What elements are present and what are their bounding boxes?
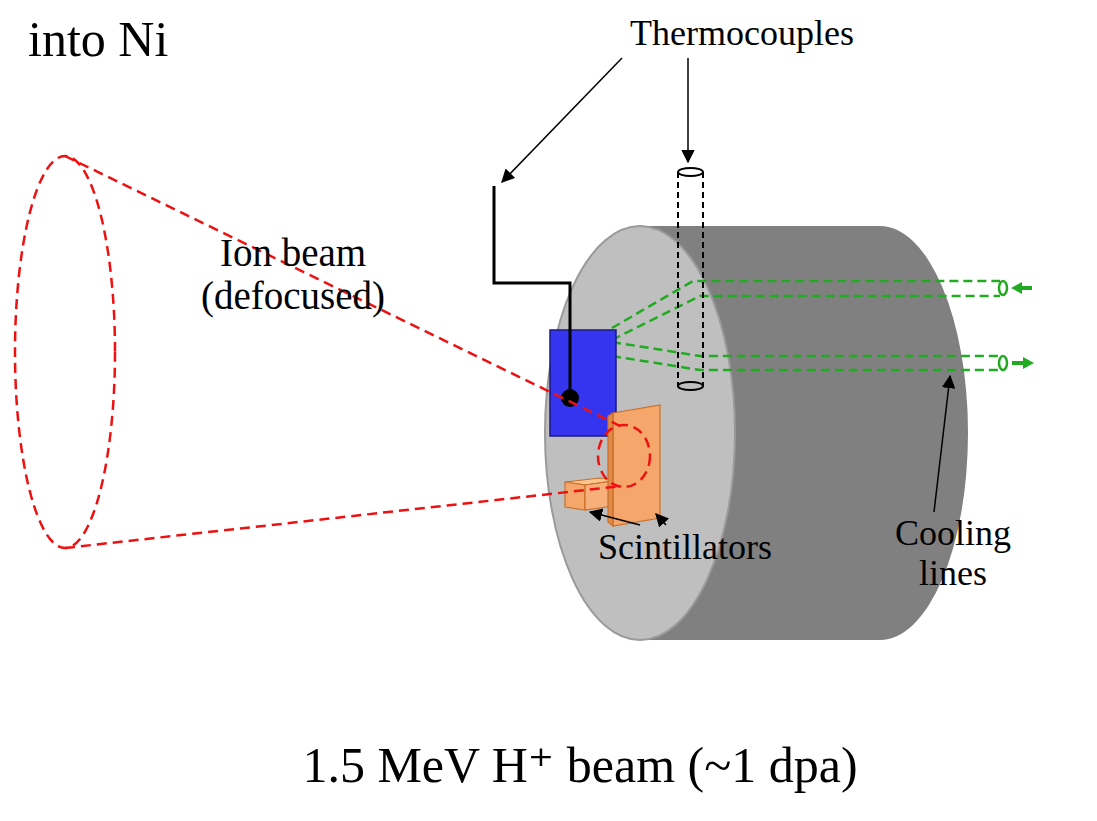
thermocouple-tube xyxy=(678,168,703,390)
callout-label: Thermocouples xyxy=(630,14,854,54)
thermocouple-wire xyxy=(494,186,570,398)
sample-plate xyxy=(550,330,616,436)
leader-arrows xyxy=(502,58,950,525)
ion-beam-cone xyxy=(15,156,650,548)
text-label: into Ni xyxy=(28,12,168,67)
cooling-lines xyxy=(612,281,1007,370)
callout-label: Cooling lines xyxy=(878,514,1028,593)
caption: 1.5 MeV H⁺ beam (~1 dpa) xyxy=(302,738,857,793)
callout-label: Scintillators xyxy=(598,528,772,568)
sample-holder-cylinder xyxy=(545,226,968,640)
callout-label: Ion beam (defocused) xyxy=(178,232,408,318)
flow-arrows xyxy=(1011,282,1034,369)
